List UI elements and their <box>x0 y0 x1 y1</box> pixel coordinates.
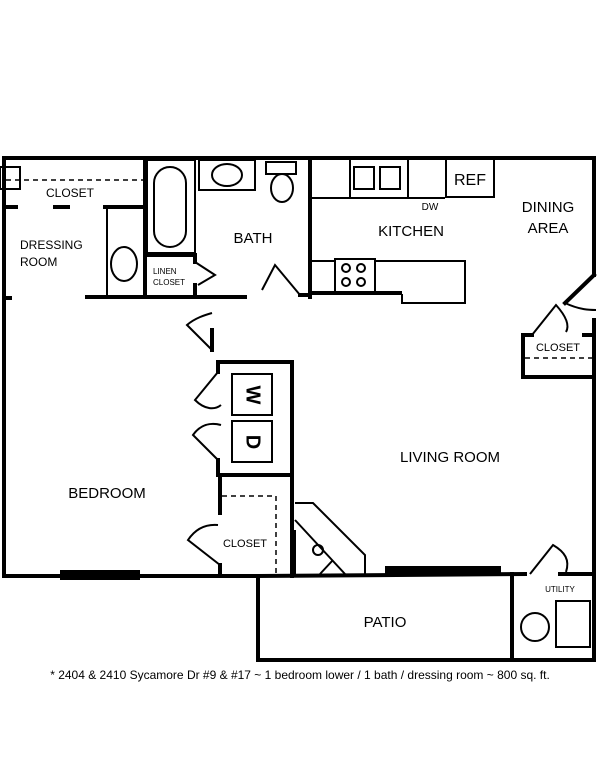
label-closet: CLOSET <box>46 186 95 200</box>
label-linen: LINEN <box>153 267 177 276</box>
label-dining: DINING <box>522 199 575 216</box>
washer <box>231 373 273 416</box>
label-area: AREA <box>528 220 569 237</box>
label-utility: UTILITY <box>545 585 575 594</box>
label-bedroom: BEDROOM <box>68 485 146 502</box>
refrigerator <box>445 156 495 198</box>
label-kitchen: KITCHEN <box>378 223 444 240</box>
bedroom-window <box>60 570 140 580</box>
sink-icon <box>110 246 138 282</box>
label-washer: W <box>242 386 264 405</box>
label-dressing: DRESSING <box>20 238 83 252</box>
label-room: ROOM <box>20 255 57 269</box>
living-window <box>385 566 501 576</box>
bathtub-icon <box>153 166 187 248</box>
dryer <box>231 420 273 463</box>
utility-room <box>520 543 591 648</box>
label-living-room: LIVING ROOM <box>400 449 500 466</box>
bath-fixtures <box>145 156 312 299</box>
sink-basin-icon <box>353 166 375 190</box>
caption: * 2404 & 2410 Sycamore Dr #9 & #17 ~ 1 b… <box>50 668 550 682</box>
bath-sink-icon <box>211 163 243 187</box>
label-dw: DW <box>422 202 439 213</box>
dressing-area <box>2 156 247 300</box>
label-bedroom-closet: CLOSET <box>223 538 267 550</box>
water-heater-utility-icon <box>520 612 550 642</box>
kitchen-fixtures <box>0 156 495 304</box>
laundry <box>185 312 366 578</box>
label-dryer: D <box>242 435 264 449</box>
label-dining-closet: CLOSET <box>536 342 580 354</box>
label-patio: PATIO <box>364 614 407 631</box>
toilet-icon <box>270 173 294 203</box>
water-heater-icon <box>312 544 324 556</box>
exterior-walls <box>2 156 596 662</box>
dining-closet <box>521 272 597 379</box>
label-bath: BATH <box>234 230 273 247</box>
label-linen-closet: CLOSET <box>153 278 185 287</box>
label-ref: REF <box>454 172 486 189</box>
stove-icon <box>334 258 376 293</box>
